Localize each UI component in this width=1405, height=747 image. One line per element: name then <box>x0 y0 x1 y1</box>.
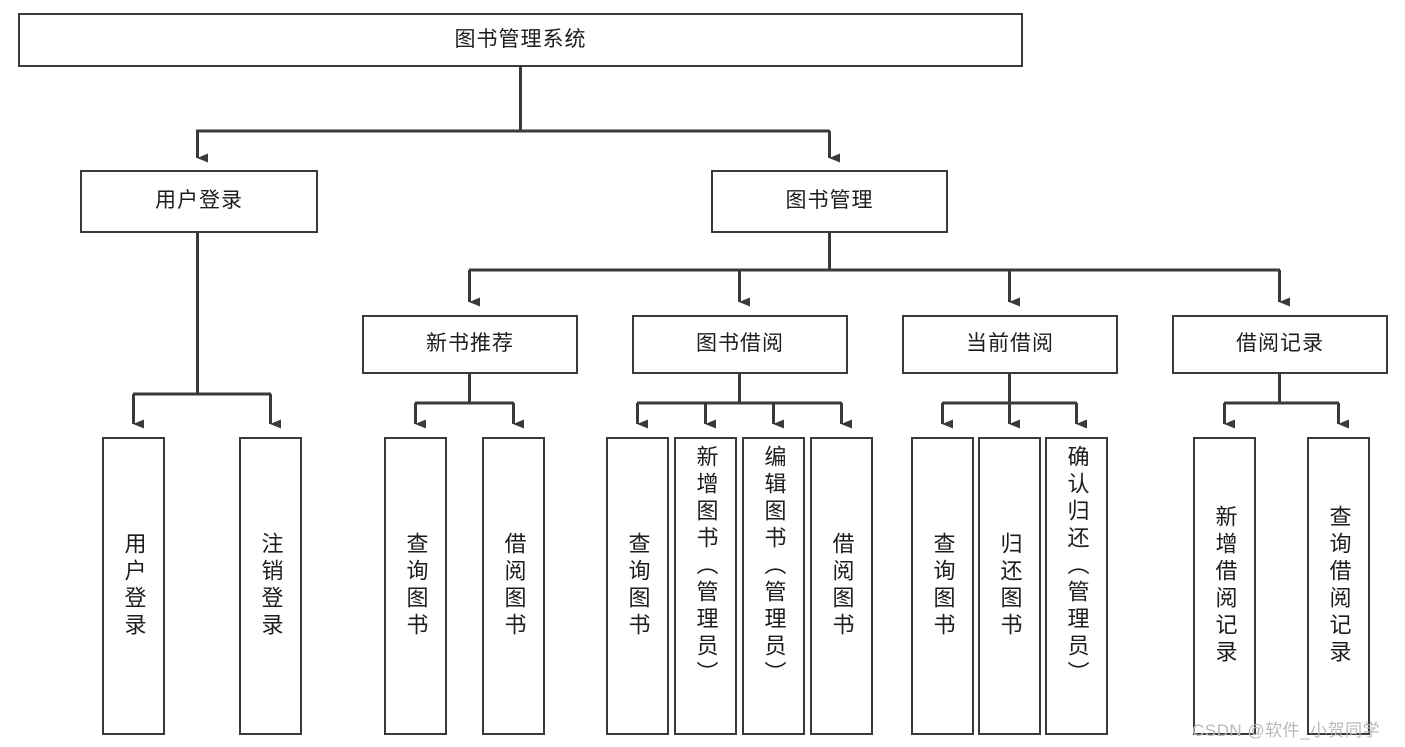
node-label: 图书借阅 <box>696 332 784 356</box>
node-current-borrow[interactable]: 当前借阅 <box>902 315 1118 374</box>
node-user-login[interactable]: 用户登录 <box>80 170 318 233</box>
node-label: 借阅记录 <box>1236 332 1324 356</box>
leaf-current-query-book[interactable]: 查询图书 <box>911 437 974 735</box>
node-new-book-recommend[interactable]: 新书推荐 <box>362 315 578 374</box>
node-root-book-management-system[interactable]: 图书管理系统 <box>18 13 1023 67</box>
leaf-user-login-logout[interactable]: 注销登录 <box>239 437 302 735</box>
leaf-current-confirm-return-admin[interactable]: 确认归还（管理员） <box>1045 437 1108 735</box>
leaf-new-book-query[interactable]: 查询图书 <box>384 437 447 735</box>
leaf-borrow-edit-book-admin[interactable]: 编辑图书（管理员） <box>742 437 805 735</box>
node-label: 新书推荐 <box>426 332 514 356</box>
leaf-record-query-borrow-record[interactable]: 查询借阅记录 <box>1307 437 1370 735</box>
leaf-label: 借阅图书 <box>829 532 855 640</box>
node-label: 图书管理 <box>785 189 874 213</box>
node-book-management[interactable]: 图书管理 <box>711 170 948 233</box>
leaf-label: 确认归还（管理员） <box>1064 445 1090 688</box>
node-label: 用户登录 <box>155 189 243 213</box>
csdn-watermark: CSDN @软件_小贺同学 <box>1192 721 1381 740</box>
leaf-label: 借阅图书 <box>501 532 527 640</box>
node-borrow-record[interactable]: 借阅记录 <box>1172 315 1388 374</box>
leaf-borrow-query-book[interactable]: 查询图书 <box>606 437 669 735</box>
node-label: 当前借阅 <box>966 332 1054 356</box>
leaf-borrow-borrow-book[interactable]: 借阅图书 <box>810 437 873 735</box>
leaf-label: 查询图书 <box>403 532 429 640</box>
leaf-label: 查询图书 <box>930 532 956 640</box>
leaf-label: 新增图书（管理员） <box>693 445 719 688</box>
node-book-borrow[interactable]: 图书借阅 <box>632 315 848 374</box>
leaf-label: 用户登录 <box>121 532 147 640</box>
leaf-label: 查询借阅记录 <box>1326 505 1352 667</box>
leaf-label: 查询图书 <box>625 532 651 640</box>
leaf-record-add-borrow-record[interactable]: 新增借阅记录 <box>1193 437 1256 735</box>
leaf-new-book-borrow[interactable]: 借阅图书 <box>482 437 545 735</box>
leaf-label: 新增借阅记录 <box>1212 505 1238 667</box>
leaf-label: 归还图书 <box>997 532 1023 640</box>
node-label: 图书管理系统 <box>454 27 587 51</box>
leaf-label: 编辑图书（管理员） <box>761 445 787 688</box>
leaf-user-login-login[interactable]: 用户登录 <box>102 437 165 735</box>
leaf-label: 注销登录 <box>258 532 284 640</box>
leaf-borrow-add-book-admin[interactable]: 新增图书（管理员） <box>674 437 737 735</box>
leaf-current-return-book[interactable]: 归还图书 <box>978 437 1041 735</box>
